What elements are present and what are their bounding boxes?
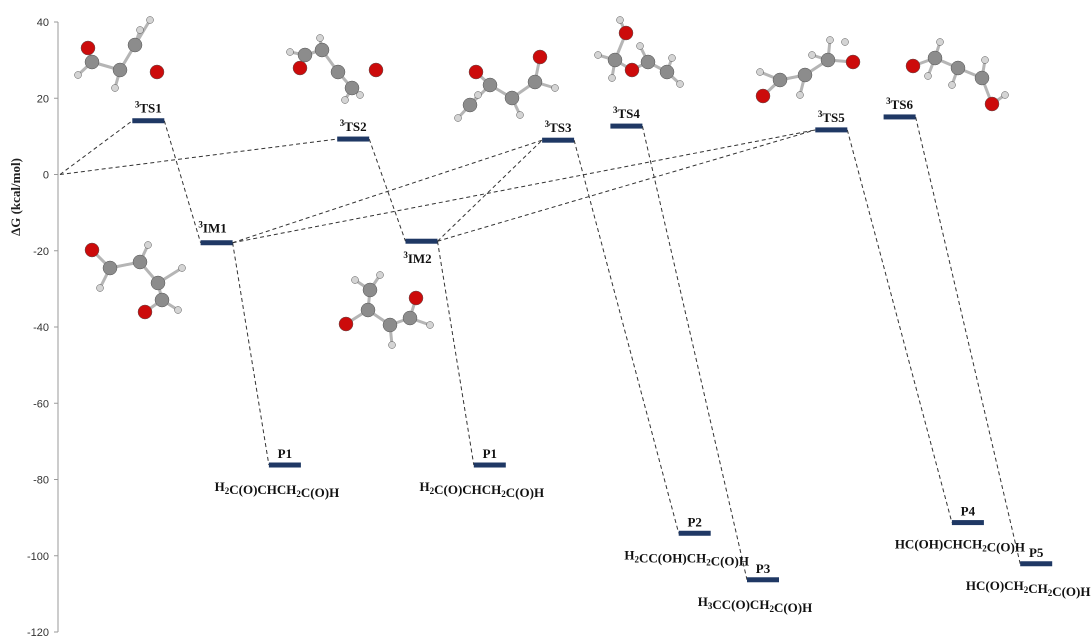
y-axis: 40 20 0 -20 -40 -60 -80 -100 -120 ΔG (kcal/mol) bbox=[8, 17, 59, 639]
connector-line bbox=[437, 241, 475, 466]
connector-line bbox=[368, 138, 406, 242]
molecule-structures bbox=[74, 16, 1009, 349]
molecule-im1 bbox=[84, 241, 186, 320]
state-label-im2: 3IM2 bbox=[403, 250, 431, 266]
y-tick-label: 40 bbox=[37, 17, 49, 29]
y-tick-label: 0 bbox=[43, 170, 49, 182]
state-superscript: 3 bbox=[613, 105, 618, 115]
y-tick-label: -60 bbox=[33, 398, 49, 410]
level-ts4 bbox=[610, 123, 643, 129]
y-tick-label: -100 bbox=[27, 551, 49, 563]
product-formula-p4: HC(OH)CHCH2C(O)H bbox=[895, 537, 1025, 555]
state-name: TS3 bbox=[549, 120, 572, 135]
product-formula-p2: H2CC(OH)CH2C(O)H bbox=[624, 547, 749, 568]
state-label-p5: P5 bbox=[1029, 545, 1044, 560]
connector-line bbox=[232, 242, 270, 466]
state-label-ts2: 3TS2 bbox=[340, 118, 367, 134]
product-formula-p1b: H2C(O)CHCH2C(O)H bbox=[420, 479, 545, 500]
y-tick-label: 20 bbox=[37, 93, 49, 105]
product-formula-p5: HC(O)CH2CH2C(O)H bbox=[966, 578, 1091, 599]
state-name: TS5 bbox=[822, 110, 845, 125]
level-p4 bbox=[951, 520, 984, 526]
state-superscript: 3 bbox=[545, 119, 550, 129]
state-superscript: 3 bbox=[198, 220, 203, 230]
state-superscript: 3 bbox=[818, 109, 823, 119]
state-label-im1: 3IM1 bbox=[198, 220, 226, 236]
state-label-ts5: 3TS5 bbox=[818, 109, 845, 125]
molecule-ts3 bbox=[454, 49, 559, 122]
connector-line bbox=[437, 139, 543, 242]
connector-line bbox=[59, 138, 338, 175]
state-name: IM2 bbox=[408, 251, 432, 266]
state-label-ts4: 3TS4 bbox=[613, 105, 640, 121]
level-ts1 bbox=[132, 118, 165, 124]
level-ts6 bbox=[883, 114, 916, 120]
level-p5 bbox=[1020, 561, 1053, 567]
state-name: P1 bbox=[483, 446, 497, 461]
state-labels: 3TS13IM1P1H2C(O)CHCH2C(O)H3TS23IM2P1H2C(… bbox=[135, 96, 1091, 615]
level-im2 bbox=[405, 238, 438, 244]
state-name: TS1 bbox=[139, 101, 161, 116]
state-label-p3: P3 bbox=[756, 561, 771, 576]
level-im1 bbox=[200, 240, 233, 246]
level-ts2 bbox=[337, 136, 370, 142]
connector-line bbox=[846, 129, 953, 523]
state-name: TS6 bbox=[891, 97, 914, 112]
product-formula-p1a: H2C(O)CHCH2C(O)H bbox=[215, 479, 340, 500]
state-name: IM1 bbox=[203, 221, 227, 236]
connector-line bbox=[641, 125, 748, 580]
molecule-ts4 bbox=[594, 16, 684, 88]
y-tick-label: -80 bbox=[33, 475, 49, 487]
y-tick-label: -20 bbox=[33, 246, 49, 258]
level-ts3 bbox=[542, 137, 575, 143]
state-label-ts3: 3TS3 bbox=[545, 119, 572, 135]
connector-line bbox=[163, 120, 202, 243]
connector-line bbox=[437, 129, 816, 242]
y-axis-title: ΔG (kcal/mol) bbox=[8, 158, 23, 236]
product-formula-p3: H3CC(O)CH2C(O)H bbox=[698, 594, 812, 615]
level-p3 bbox=[747, 577, 779, 583]
state-name: P4 bbox=[961, 504, 976, 519]
state-superscript: 3 bbox=[886, 96, 891, 106]
state-superscript: 3 bbox=[403, 250, 408, 260]
level-p1a bbox=[268, 462, 301, 468]
state-label-p2: P2 bbox=[687, 514, 701, 529]
molecule-im2 bbox=[338, 271, 434, 349]
state-name: TS2 bbox=[344, 119, 366, 134]
connector-line bbox=[59, 120, 133, 175]
state-superscript: 3 bbox=[340, 118, 345, 128]
molecule-ts5 bbox=[755, 36, 861, 104]
state-superscript: 3 bbox=[135, 100, 140, 110]
connector-line bbox=[915, 116, 1021, 564]
state-label-ts6: 3TS6 bbox=[886, 96, 913, 112]
state-label-p1a: P1 bbox=[278, 446, 292, 461]
state-name: P2 bbox=[687, 514, 701, 529]
y-tick-label: -120 bbox=[27, 627, 49, 639]
molecule-ts2 bbox=[286, 34, 384, 104]
connection-lines bbox=[59, 116, 1021, 580]
level-p1b bbox=[473, 462, 506, 468]
state-label-p1b: P1 bbox=[483, 446, 497, 461]
molecule-ts1 bbox=[74, 16, 165, 92]
y-tick-label: -40 bbox=[33, 322, 49, 334]
state-label-ts1: 3TS1 bbox=[135, 100, 162, 116]
level-p2 bbox=[678, 530, 711, 536]
state-name: P1 bbox=[278, 446, 292, 461]
level-ts5 bbox=[815, 127, 848, 133]
state-name: TS4 bbox=[617, 106, 640, 121]
connector-line bbox=[573, 140, 680, 534]
energy-levels bbox=[132, 114, 1053, 583]
connector-line bbox=[232, 129, 816, 244]
connector-line bbox=[232, 139, 543, 244]
state-name: P3 bbox=[756, 561, 771, 576]
state-label-p4: P4 bbox=[961, 504, 976, 519]
molecule-ts6 bbox=[905, 38, 1009, 112]
state-name: P5 bbox=[1029, 545, 1044, 560]
